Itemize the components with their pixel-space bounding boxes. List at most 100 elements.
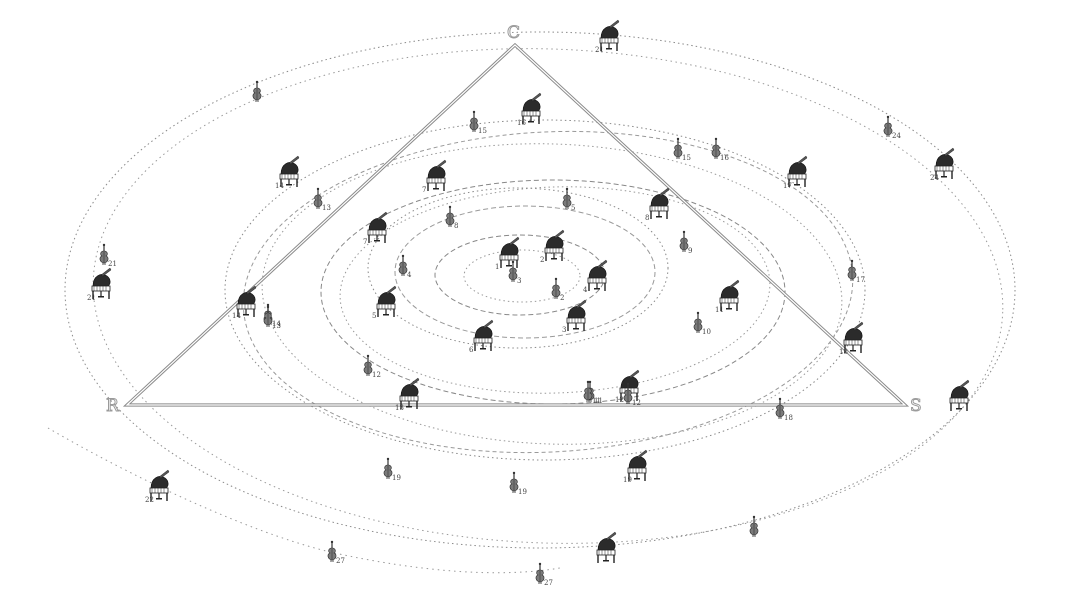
mark-number: 2 — [540, 256, 544, 264]
violin-icon: 5 — [562, 187, 575, 212]
mark-number: 7 — [422, 186, 426, 194]
piano-icon: 24 — [930, 147, 955, 182]
piano-icon: 5 — [372, 285, 397, 320]
mark-number: 19 — [518, 488, 527, 496]
violin-icon: 11 — [585, 380, 603, 405]
violin-icon: 8 — [445, 205, 458, 230]
violin-icon: 18 — [775, 397, 793, 422]
mark-number: 6 — [469, 346, 474, 354]
violin-icon: 27 — [535, 562, 553, 587]
mark-number: 15 — [478, 127, 487, 135]
violin-icon: 2 — [551, 277, 564, 302]
mark-number: 14 — [275, 182, 284, 190]
mark-number: 14 — [272, 320, 281, 328]
piano-icon: 7 — [363, 211, 388, 246]
mark-number: 18 — [839, 348, 848, 356]
piano-icon: 13 — [395, 377, 420, 412]
mark-number: 4 — [583, 286, 588, 294]
violin-icon — [749, 515, 759, 537]
instrument-marks: 2124242121222727151616171718181919191413… — [87, 19, 970, 587]
piano-icon — [949, 379, 970, 412]
mark-number: 19 — [392, 474, 401, 482]
piano-icon: 12 — [615, 369, 640, 404]
violin-icon: 15 — [673, 137, 691, 162]
mark-number: 17 — [856, 276, 865, 284]
piano-icon: 11 — [715, 279, 740, 314]
violin-icon: 10 — [693, 311, 711, 336]
violin-icon: 12 — [363, 354, 381, 379]
mark-number: 9 — [688, 247, 692, 255]
violin-icon: 12 — [623, 382, 641, 407]
mark-number: 24 — [892, 132, 901, 140]
violin-icon: 9 — [679, 230, 692, 255]
violin-icon: 13 — [313, 187, 331, 212]
mark-number: 19 — [623, 476, 632, 484]
mark-number: 17 — [783, 182, 792, 190]
violin-icon: 14 — [263, 303, 281, 328]
piano-icon: 14 — [275, 155, 300, 190]
piano-icon: 8 — [645, 187, 670, 222]
violin-icon: 24 — [883, 115, 901, 140]
orbit-ring-1b — [394, 205, 656, 339]
mark-number: 27 — [544, 579, 553, 587]
mark-number: 15 — [682, 154, 691, 162]
mark-number: 5 — [571, 204, 575, 212]
piano-icon: 14 — [232, 285, 257, 320]
piano-icon: 7 — [422, 159, 447, 194]
mark-number: 12 — [615, 396, 624, 404]
vertex-label-r: R — [106, 396, 120, 416]
mark-number: 3 — [517, 277, 521, 285]
orbit-core — [434, 234, 606, 316]
piano-icon: 4 — [583, 259, 608, 294]
mark-number: 2 — [560, 294, 564, 302]
mark-number: 21 — [108, 260, 117, 268]
violin-icon: 4 — [398, 254, 412, 279]
piano-icon: 19 — [623, 449, 648, 484]
piano-icon: 3 — [562, 299, 587, 334]
orbit-ring-1 — [367, 187, 669, 349]
mark-number: 11 — [594, 397, 603, 405]
orbit-ring-3c — [261, 143, 843, 445]
triangle-frame — [122, 42, 910, 407]
orbit-outer-2 — [92, 48, 1004, 544]
orbit-outer — [64, 31, 1016, 549]
mark-number: 16 — [720, 154, 729, 162]
mark-number: 4 — [407, 271, 412, 279]
piano-icon: 21 — [595, 19, 620, 54]
mark-number: 24 — [930, 174, 939, 182]
violin-icon: 19 — [509, 471, 527, 496]
orbit-tail — [47, 427, 561, 574]
mark-number: 12 — [632, 399, 641, 407]
mark-number: 16 — [517, 119, 526, 127]
orbit-ring-2 — [320, 179, 786, 405]
violin-icon: 27 — [327, 540, 345, 565]
mark-number: 5 — [372, 312, 376, 320]
mark-number: 18 — [784, 414, 793, 422]
mark-number: 7 — [363, 238, 367, 246]
violin-icon: 13 — [263, 305, 281, 330]
orbit-ring-2b — [339, 186, 771, 394]
vertex-label-c: C — [507, 23, 520, 43]
violin-icon: 21 — [99, 243, 117, 268]
piano-icon: 6 — [469, 319, 494, 354]
mark-number: 11 — [715, 306, 724, 314]
piano-icon: 17 — [783, 155, 808, 190]
mark-number: 13 — [272, 322, 281, 330]
piano-icon: 1 — [495, 236, 520, 271]
piano-icon: 21 — [87, 267, 112, 302]
mark-number: 27 — [336, 557, 345, 565]
mark-number: 22 — [145, 496, 154, 504]
orbit-ring-3 — [224, 119, 866, 461]
violin-icon: 16 — [711, 137, 729, 162]
piano-icon — [596, 531, 617, 564]
orbit-ring-3b — [242, 130, 854, 454]
violin-icon: 15 — [469, 110, 487, 135]
violin-icon: 3 — [508, 260, 521, 285]
vertex-label-s: S — [910, 396, 922, 416]
piano-icon: 18 — [839, 321, 864, 356]
mark-number: 1 — [495, 263, 499, 271]
mark-number: 13 — [322, 204, 331, 212]
mark-number: 8 — [645, 214, 649, 222]
piano-icon: 16 — [517, 92, 542, 127]
